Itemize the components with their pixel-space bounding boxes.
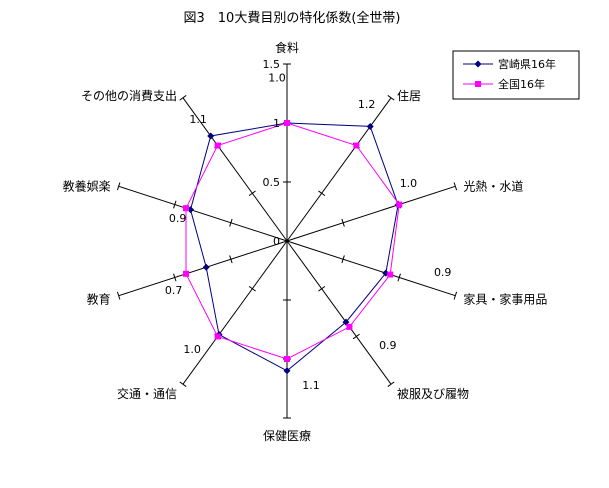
series-point-2 — [396, 201, 403, 208]
radar-tick-mark — [387, 95, 395, 101]
radar-tick-mark — [173, 273, 177, 282]
radar-tick-mark — [229, 218, 233, 227]
chart-title: 図3 10大費目別の特化係数(全世帯) — [184, 10, 401, 26]
series-point-1 — [202, 263, 210, 271]
radial-tick-label: 0.5 — [263, 176, 281, 189]
category-label: 教育 — [87, 292, 111, 307]
data-label: 1.2 — [358, 98, 376, 111]
category-label: 食料 — [275, 40, 299, 55]
category-label: 交通・通信 — [117, 386, 177, 401]
data-label: 0.9 — [379, 339, 397, 352]
series-point-1 — [366, 122, 374, 130]
category-label: 保健医療 — [263, 429, 311, 443]
data-label: 1.0 — [400, 177, 418, 190]
legend-marker — [474, 60, 482, 68]
radar-tick-mark — [318, 190, 326, 197]
radar-tick-mark — [229, 255, 233, 264]
radar-tick-mark — [453, 291, 458, 300]
series-line-2 — [185, 122, 400, 360]
legend-marker — [475, 81, 481, 87]
series-layer — [182, 119, 403, 375]
radial-tick-label: 1 — [273, 117, 280, 130]
radar-tick-mark — [352, 333, 360, 340]
data-label: 0.9 — [434, 266, 452, 279]
radar-tick-mark — [341, 255, 345, 264]
radar-spoke — [286, 97, 392, 242]
legend-label: 全国16年 — [498, 77, 545, 91]
data-label: 0.9 — [169, 212, 187, 225]
radar-spoke — [182, 97, 288, 242]
radar-tick-mark — [116, 182, 121, 191]
radial-tick-label: 1.5 — [263, 58, 281, 71]
category-label: 家具・家事用品 — [463, 292, 547, 307]
series-point-1 — [207, 132, 215, 140]
radar-spoke — [118, 185, 288, 242]
category-label: 教養娯楽 — [63, 178, 111, 193]
series-point-1 — [283, 367, 291, 375]
radar-tick-mark — [248, 190, 256, 197]
series-point-2 — [214, 333, 221, 340]
radar-spoke — [286, 185, 456, 242]
data-label: 1.0 — [268, 71, 286, 84]
series-point-1 — [342, 318, 350, 326]
radar-tick-mark — [173, 200, 177, 209]
data-label: 0.7 — [165, 284, 183, 297]
radar-tick-mark — [318, 285, 326, 292]
data-label: 1.0 — [183, 343, 201, 356]
radar-spoke — [286, 240, 392, 385]
series-point-2 — [284, 120, 290, 126]
radar-tick-mark — [116, 291, 121, 300]
radar-tick-mark — [179, 381, 187, 387]
radar-tick-mark — [397, 273, 401, 282]
radar-tick-mark — [341, 218, 345, 227]
category-label: その他の消費支出 — [81, 88, 177, 103]
radar-tick-mark — [453, 182, 458, 191]
data-label: 1.1 — [189, 113, 207, 126]
radar-tick-mark — [179, 95, 187, 101]
category-label: 光熱・水道 — [463, 179, 523, 193]
series-point-2 — [353, 142, 360, 149]
radar-spoke — [118, 240, 288, 297]
series-point-2 — [214, 142, 221, 149]
legend-label: 宮崎県16年 — [498, 57, 556, 71]
legend-box — [452, 50, 580, 100]
radial-tick-label: 0 — [273, 235, 280, 248]
series-point-2 — [284, 356, 290, 362]
series-point-2 — [387, 271, 394, 278]
radar-spoke — [286, 240, 456, 297]
series-point-2 — [182, 205, 189, 212]
radar-tick-mark — [387, 381, 395, 387]
radar-spoke — [182, 240, 288, 385]
radar-tick-mark — [248, 285, 256, 292]
category-label: 被服及び履物 — [397, 387, 469, 401]
data-label: 1.1 — [302, 379, 320, 392]
series-point-2 — [346, 323, 353, 330]
axes-layer — [116, 63, 458, 419]
series-point-2 — [182, 270, 189, 277]
category-label: 住居 — [397, 89, 421, 103]
